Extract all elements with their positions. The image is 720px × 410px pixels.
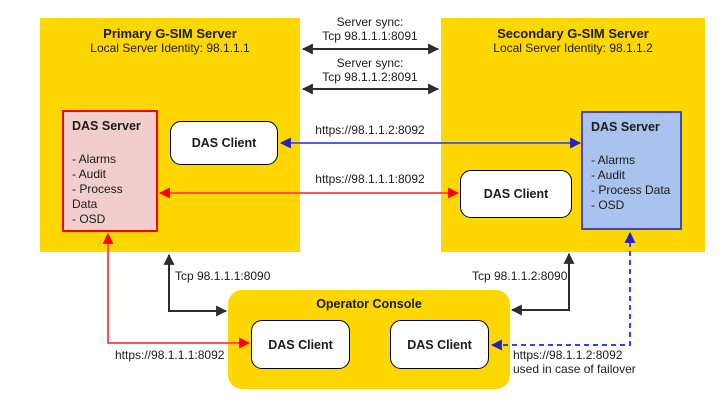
tcp-primary-label: Tcp 98.1.1.1:8090 <box>175 269 271 283</box>
primary-das-client-label: DAS Client <box>191 136 257 150</box>
secondary-das-server-items: - Alarms - Audit - Process Data - OSD <box>591 153 672 213</box>
https-failover-line2: used in case of failover <box>513 362 636 376</box>
das-item-osd: - OSD <box>72 212 106 226</box>
das-item-alarms: - Alarms <box>591 153 636 167</box>
primary-das-client-box: DAS Client <box>170 121 278 165</box>
secondary-das-client-label: DAS Client <box>483 187 549 201</box>
secondary-server-title: Secondary G-SIM Server <box>497 26 649 41</box>
tcp-secondary-label: Tcp 98.1.1.2:8090 <box>472 269 568 283</box>
server-sync-top-line1: Server sync: <box>336 15 404 29</box>
server-sync-top-line2: Tcp 98.1.1.1:8091 <box>322 29 418 43</box>
primary-server-identity: Local Server Identity: 98.1.1.1 <box>90 41 250 55</box>
secondary-das-server-box: DAS Server - Alarms - Audit - Process Da… <box>581 111 682 230</box>
primary-server-title: Primary G-SIM Server <box>103 26 237 41</box>
operator-console-title: Operator Console <box>316 297 422 311</box>
secondary-das-client-box: DAS Client <box>460 170 572 218</box>
https-primary-das-label: https://98.1.1.1:8092 <box>315 172 425 186</box>
primary-server-header: Primary G-SIM Server Local Server Identi… <box>40 18 300 56</box>
secondary-server-identity: Local Server Identity: 98.1.1.2 <box>493 41 653 55</box>
console-das-client-left-label: DAS Client <box>268 337 333 352</box>
tcp-primary-console-arrow <box>163 253 228 317</box>
das-item-audit: - Audit <box>591 168 626 182</box>
https-secondary-das-label: https://98.1.1.2:8092 <box>315 123 425 137</box>
primary-das-server-box: DAS Server - Alarms - Audit - Process Da… <box>62 110 158 232</box>
das-item-process-data: - Process Data <box>72 182 123 211</box>
das-item-audit: - Audit <box>72 167 107 181</box>
secondary-server-header: Secondary G-SIM Server Local Server Iden… <box>441 18 705 56</box>
server-sync-top-label: Server sync: Tcp 98.1.1.1:8091 <box>300 15 440 43</box>
server-sync-bottom-line1: Server sync: <box>336 56 404 70</box>
console-das-client-left-box: DAS Client <box>251 320 350 369</box>
server-sync-bottom-line2: Tcp 98.1.1.2:8091 <box>322 70 418 84</box>
https-console-primary-label: https://98.1.1.1:8092 <box>115 348 225 362</box>
console-das-client-right-label: DAS Client <box>407 337 472 352</box>
secondary-das-server-title: DAS Server <box>591 120 660 134</box>
server-sync-bottom-label: Server sync: Tcp 98.1.1.2:8091 <box>300 56 440 84</box>
primary-das-server-title: DAS Server <box>72 119 141 133</box>
https-failover-label: https://98.1.1.2:8092 used in case of fa… <box>513 348 636 376</box>
https-failover-line1: https://98.1.1.2:8092 <box>513 348 623 362</box>
das-item-process-data: - Process Data <box>591 183 671 197</box>
das-item-alarms: - Alarms <box>72 152 117 166</box>
das-item-osd: - OSD <box>591 198 625 212</box>
console-das-client-right-box: DAS Client <box>390 320 489 369</box>
primary-das-server-items: - Alarms - Audit - Process Data - OSD <box>72 152 148 227</box>
